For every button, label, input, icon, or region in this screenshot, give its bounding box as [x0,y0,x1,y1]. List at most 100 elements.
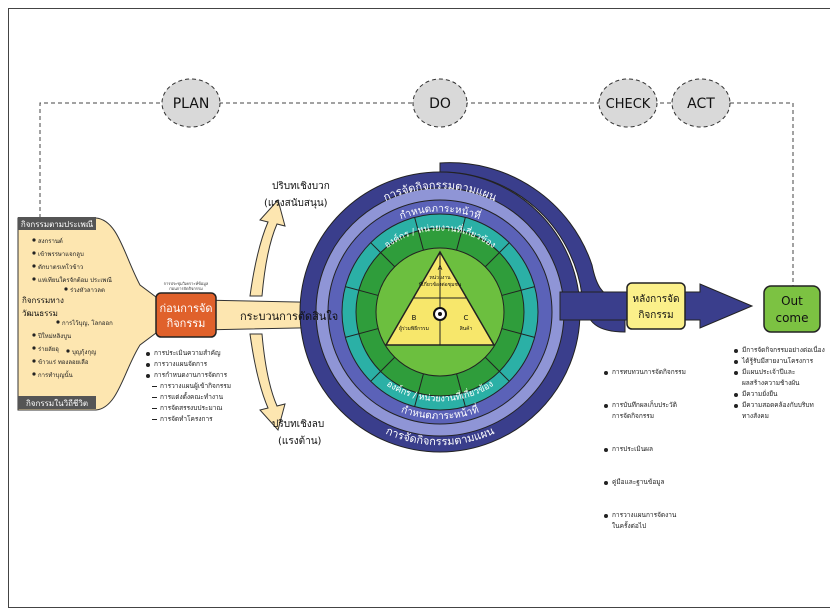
left-activity-item: แห่เทียนใครจักต้อม ประเพณี [38,276,112,284]
phase-plan-oval [161,78,221,128]
wheel-spoke [414,217,424,251]
left-activity-list: สงกรานต์เข้าพรรษาแจกลูบตักบาตรเทโวข้าวแห… [32,237,113,379]
before-activity-title-1: ก่อนการจัด [159,302,212,315]
decision-process-label: กระบวนการตัดสินใจ [240,310,338,323]
cultural-activities-label-1: กิจกรรมทาง [22,296,64,305]
triangle-a-letter: A [438,264,443,272]
phase-act-label: ACT [687,96,715,112]
left-activity-item: การไว้บุญ, โลกออก [62,319,113,327]
outcome-item-4: มีความยั่งยืน [734,389,825,400]
before-item-2: การวางแผนจัดการ [146,359,231,370]
left-item-bullet [32,333,36,337]
wheel-spoke [414,373,424,407]
triangle-a-label-2: ที่เกี่ยวข้องต่อชุมชน [419,281,462,288]
after-activity-list: การทบทวนการจัดกิจกรรม การบันทึกผลเก็บประ… [604,345,686,543]
phase-plan: PLAN [161,78,221,128]
before-sub-item-3: การจัดสรรงบประมาณ [146,403,231,414]
after-activity-title-1: หลังการจัด [633,294,680,305]
negative-force-arrow [249,333,286,432]
outcome-box [763,285,821,333]
left-item-bullet [32,264,36,268]
left-activity-item: ร่วงหัวลาวลต [70,287,105,294]
left-item-bullet [32,346,36,350]
phase-act-oval [671,78,731,128]
left-activity-item: ข้าวแร่ ทองลอยเลือ [38,358,89,366]
before-item-1: การประเมินความสำคัญ [146,348,231,359]
outcome-list: มีการจัดกิจกรรมอย่างต่อเนื่อง ได้รู้รับม… [734,345,825,422]
phase-do: DO [412,78,468,128]
left-item-bullet [56,320,60,324]
before-sub-item-4: การจัดทำโครงการ [146,414,231,425]
traditional-activities-box [18,217,96,230]
before-small-label-1: การประชุมวิเคราะห์ข้อมูล [164,281,209,287]
after-item-3: การประเมินผล [604,444,686,455]
wheel-spoke [370,242,396,268]
wheel-spoke [370,356,396,382]
outcome-item-1: มีการจัดกิจกรรมอย่างต่อเนื่อง [734,345,825,356]
daily-life-activities-box [18,396,96,409]
before-item-3: การกำหนดงานการจัดการ [146,370,231,381]
negative-force-label-2: (แรงต้าน) [278,435,322,447]
wheel-spoke [484,356,510,382]
triangle-a-label-1: หน่วยงาน [429,275,451,281]
after-item-5: การวางแผนการจัดงาน ในครั้งต่อไป [604,510,686,532]
left-item-bullet [64,287,68,291]
cultural-activities-label-2: วัฒนธรรม [22,309,58,318]
phase-check: CHECK [598,78,658,128]
left-activity-item: เข้าพรรษาแจกลูบ [38,251,84,258]
phase-act: ACT [671,78,731,128]
after-item-2: การบันทึกผลเก็บประวัติ การจัดกิจกรรม [604,400,686,422]
before-activity-box [155,292,217,338]
traditional-activities-label: กิจกรรมตามประเพณี [21,220,94,229]
left-activity-item: ปีใหม่หลิงบูน [37,332,71,340]
after-item-1: การทบทวนการจัดกิจกรรม [604,367,686,378]
wheel-spokes [345,217,535,407]
phase-check-label: CHECK [606,97,651,112]
triangle-b-label: ผู้ร่วมพิธีกรรม [399,325,429,332]
positive-force-arrow [249,198,286,297]
decision-point-core [438,312,442,316]
outcome-title-1: Out [781,294,803,308]
left-item-bullet [32,277,36,281]
left-activity-item: ตักบาตรเทโวข้าว [38,263,83,271]
triangle-c-letter: C [464,314,469,322]
wheel-spoke [345,328,379,338]
left-activity-item: การทำบุญนั้น [38,369,73,379]
left-activity-item: ร่ายลัยอุ [38,346,59,353]
after-item-4: คู่มือและฐานข้อมูล [604,477,686,488]
positive-force-label-1: ปริบทเชิงบวก [272,181,330,192]
left-item-bullet [32,372,36,376]
wheel-spoke [484,242,510,268]
positive-force-label-2: (แรงสนับสนุน) [264,198,328,209]
triangle-b-letter: B [412,314,417,322]
triangle-c-label: สินค้า [460,325,473,332]
left-item-bullet [66,349,70,353]
wheel-spoke [501,286,535,296]
left-activity-item: บุญกุ้งกุญ [72,349,96,356]
daily-life-activities-label: กิจกรรมในวิถีชีวิต [26,399,88,408]
outcome-item-5: มีความสอดคล้องกับบริบท ทางสังคม [734,400,825,422]
phase-do-oval [412,78,468,128]
diagram-canvas: PLAN DO CHECK ACT กิจกรรมตามประเพณี กิจก… [17,78,821,453]
left-item-bullet [32,238,36,242]
before-activity-title-2: กิจกรรม [166,317,205,330]
after-activity-box [626,282,686,330]
left-item-bullet [32,251,36,255]
left-activity-item: สงกรานต์ [38,237,63,245]
phase-check-oval [598,78,658,128]
wheel-spoke [456,217,466,251]
before-sub-item-1: การวางแผนผู้เข้ากิจกรรม [146,381,231,392]
before-sub-item-2: การแต่งตั้งคณะทำงาน [146,392,231,403]
left-item-bullet [32,359,36,363]
wheel-spoke [345,286,379,296]
before-small-label-2: ก่อนการจัดกิจกรรม [169,286,203,291]
outcome-title-2: come [775,311,808,325]
outcome-item-2: ได้รู้รับมีสายงานโครงการ [734,356,825,367]
phase-do-label: DO [429,96,451,112]
phase-plan-label: PLAN [173,96,210,112]
wheel-spoke [501,328,535,338]
before-activity-list: การประเมินความสำคัญ การวางแผนจัดการ การก… [146,348,231,425]
negative-force-label-1: ปริบทเชิงลบ [272,419,324,430]
outcome-item-3: มีแผนประเจ้าปีและ ผลสร้างความช้างผัน [734,367,825,389]
after-activity-title-2: กิจกรรม [638,310,673,321]
